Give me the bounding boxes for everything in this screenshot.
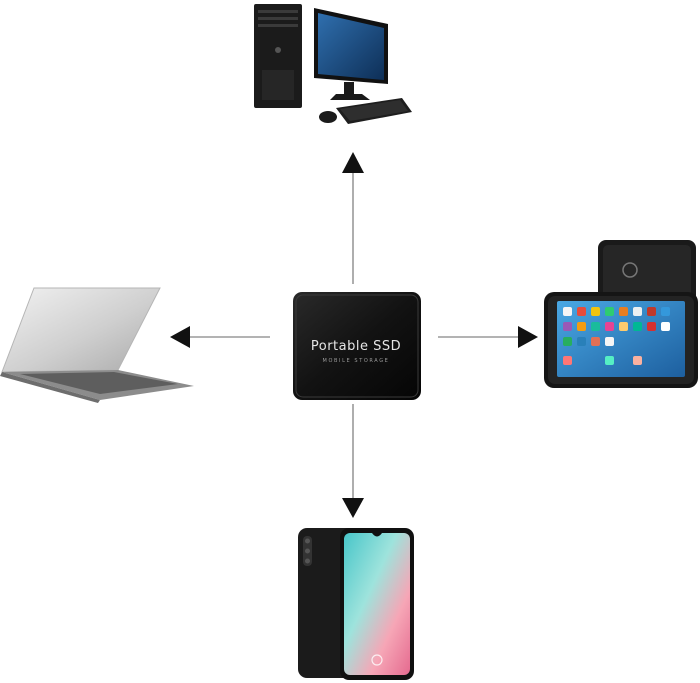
arrow-right-icon	[518, 326, 538, 348]
arrow-left-icon	[170, 326, 190, 348]
ssd-title: Portable SSD	[311, 339, 401, 354]
laptop-icon	[0, 287, 194, 403]
arrow-down-icon	[342, 498, 364, 518]
smartphone-icon	[298, 528, 414, 680]
desktop-computer-icon	[254, 4, 412, 124]
arrowheads	[170, 152, 538, 518]
rugged-tablet-icon	[544, 240, 698, 388]
arrow-up-icon	[342, 152, 364, 173]
ssd-subtitle: MOBILE STORAGE	[323, 358, 390, 364]
portable-ssd: Portable SSD MOBILE STORAGE	[293, 292, 421, 400]
connector-lines	[190, 172, 520, 498]
tablet-app-icons	[563, 307, 670, 365]
